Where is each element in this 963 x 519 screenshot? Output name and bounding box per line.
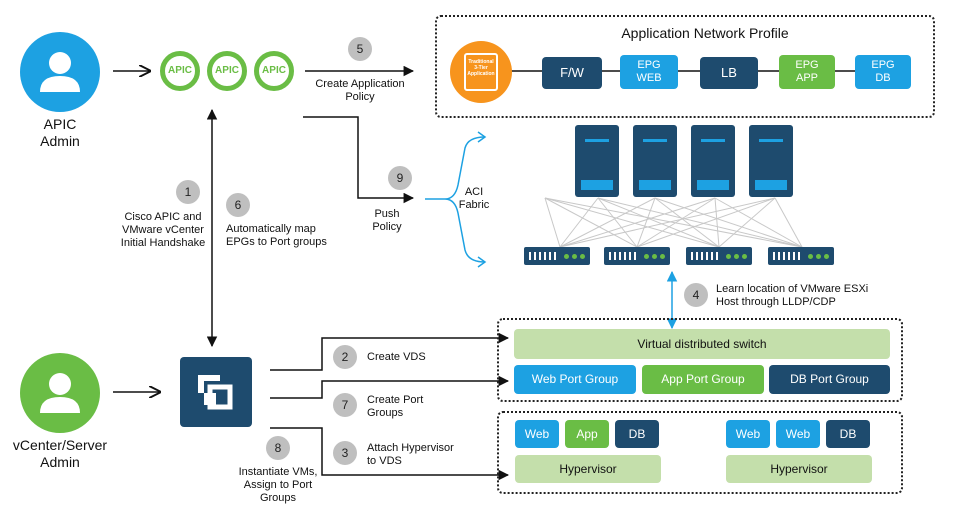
step-4-badge: 4 [684, 283, 708, 307]
arrow-attach-hypervisor [270, 427, 510, 481]
apic-admin-avatar [20, 32, 100, 112]
leaf-switch-3 [686, 247, 752, 265]
apic-node-3: APIC [254, 51, 294, 91]
vcenter-admin-label: vCenter/Server Admin [12, 437, 108, 470]
anp-title: Application Network Profile [621, 25, 789, 41]
vcenter-admin-avatar [20, 353, 100, 433]
spine-leaf-mesh [544, 197, 803, 248]
anp-epg-web: EPG WEB [620, 55, 678, 89]
vcenter-icon [180, 357, 252, 427]
step-6-label: Automatically map EPGs to Port groups [226, 223, 327, 248]
apic-node-2: APIC [207, 51, 247, 91]
app-badge-text: Traditional 3-Tier Application [467, 59, 495, 77]
step-7-label: Create Port Groups [367, 394, 424, 419]
port-group-db: DB Port Group [769, 365, 890, 394]
aci-fabric-label: ACI Fabric [458, 186, 490, 211]
apic-node-1: APIC [160, 51, 200, 91]
anp-firewall: F/W [542, 57, 602, 89]
step-2-label: Create VDS [367, 351, 426, 363]
step-7-badge: 7 [333, 393, 357, 417]
hosts-container [497, 411, 903, 494]
leaf-switch-1 [524, 247, 590, 265]
step-3-badge: 3 [333, 441, 357, 465]
spine-switch-1 [575, 125, 619, 197]
anp-load-balancer: LB [700, 57, 758, 89]
arrow-push-policy [303, 116, 415, 204]
step-3-label: Attach Hypervisor to VDS [367, 442, 454, 467]
host1-vm-app: App [565, 420, 609, 448]
host2-vm-web-2: Web [776, 420, 820, 448]
port-group-web: Web Port Group [514, 365, 636, 394]
vds-container [497, 318, 903, 402]
leaf-switch-4 [768, 247, 834, 265]
host1-vm-db: DB [615, 420, 659, 448]
anp-container [435, 15, 935, 118]
step-9-label: Push Policy [372, 208, 402, 233]
three-tier-app-badge: Traditional 3-Tier Application [450, 41, 512, 103]
host2-hypervisor: Hypervisor [726, 455, 872, 483]
arrow-create-port-groups [270, 375, 510, 399]
fabric-fan [425, 136, 486, 263]
spine-switch-3 [691, 125, 735, 197]
port-group-app: App Port Group [642, 365, 764, 394]
step-6-badge: 6 [226, 193, 250, 217]
step-8-label: Instantiate VMs, Assign to Port Groups [238, 466, 318, 504]
step-9-badge: 9 [388, 166, 412, 190]
host2-vm-web-1: Web [726, 420, 770, 448]
host2-vm-db: DB [826, 420, 870, 448]
step-5-badge: 5 [348, 37, 372, 61]
spine-switch-4 [749, 125, 793, 197]
step-1-badge: 1 [176, 180, 200, 204]
arrow-create-vds [270, 332, 510, 371]
apic-admin-label: APIC Admin [40, 116, 80, 149]
anp-epg-app: EPG APP [779, 55, 835, 89]
step-2-badge: 2 [333, 345, 357, 369]
host1-hypervisor: Hypervisor [515, 455, 661, 483]
step-1-label: Cisco APIC and VMware vCenter Initial Ha… [120, 211, 206, 249]
step-8-badge: 8 [266, 436, 290, 460]
person-icon [40, 373, 80, 413]
vds-bar: Virtual distributed switch [514, 329, 890, 359]
step-4-label: Learn location of VMware ESXi Host throu… [716, 283, 869, 308]
host1-vm-web: Web [515, 420, 559, 448]
spine-switch-2 [633, 125, 677, 197]
step-5-label: Create Application Policy [315, 78, 405, 103]
anp-epg-db: EPG DB [855, 55, 911, 89]
person-icon [40, 52, 80, 92]
leaf-switch-2 [604, 247, 670, 265]
document-icon [464, 53, 498, 91]
